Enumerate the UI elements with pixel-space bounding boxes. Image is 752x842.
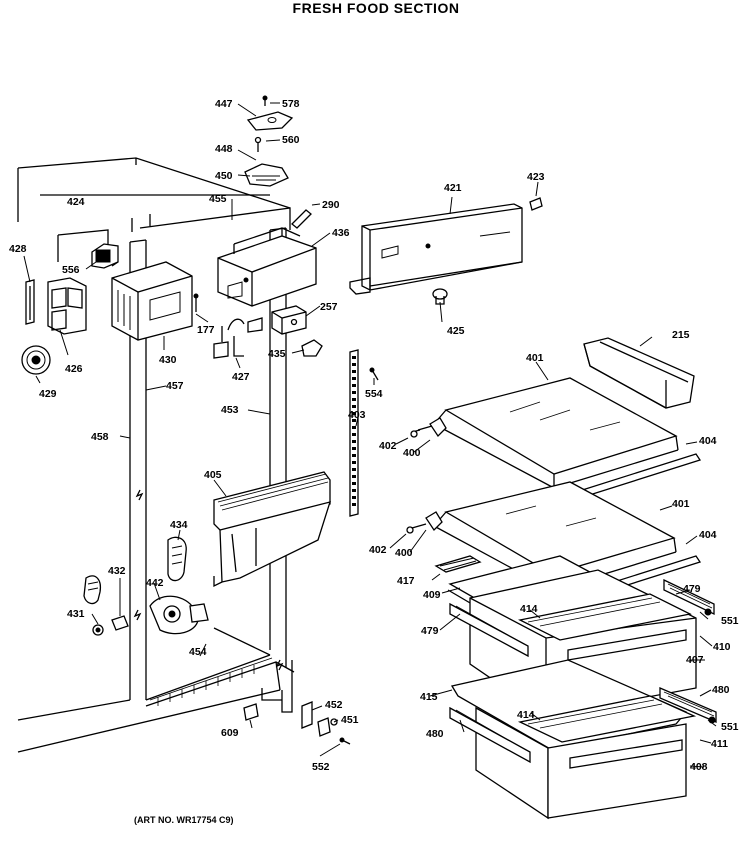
- screw-554: [369, 367, 379, 381]
- part-callout: 435: [268, 348, 286, 360]
- fan-429: [21, 345, 51, 375]
- shelf-ladder-403: [349, 349, 359, 517]
- control-housing-parts: [25, 243, 119, 335]
- bin-215: [583, 337, 695, 409]
- part-callout: 290: [322, 199, 340, 211]
- part-callout: 452: [325, 699, 343, 711]
- part-callout: 426: [65, 363, 83, 375]
- part-callout: 425: [447, 325, 465, 337]
- part-callout: 408: [690, 761, 708, 773]
- part-callout: 414: [517, 709, 535, 721]
- knob-425: [432, 288, 448, 305]
- part-callout: 458: [91, 431, 109, 443]
- part-callout: 257: [320, 301, 338, 313]
- part-callout: 411: [711, 738, 728, 750]
- part-callout: 414: [520, 603, 538, 615]
- part-callout: 177: [197, 324, 215, 336]
- housing-430: [111, 261, 199, 341]
- part-callout: 552: [312, 761, 330, 773]
- part-callout: 417: [397, 575, 415, 587]
- part-callout: 432: [108, 565, 126, 577]
- part-callout: 556: [62, 264, 80, 276]
- part-callout: 453: [221, 404, 239, 416]
- part-callout: 554: [365, 388, 383, 400]
- part-callout: 409: [423, 589, 441, 601]
- callouts: 447 578 448 560 450 424 455 290 421 423 …: [9, 98, 739, 773]
- part-callout: 455: [209, 193, 227, 205]
- art-number: (ART NO. WR17754 C9): [134, 815, 234, 825]
- part-callout: 404: [699, 529, 717, 541]
- panel-421: [349, 197, 543, 295]
- part-callout: 400: [403, 447, 421, 459]
- part-callout: 421: [444, 182, 462, 194]
- part-callout: 479: [683, 583, 701, 595]
- part-callout: 401: [672, 498, 690, 510]
- part-callout: 427: [232, 371, 250, 383]
- part-callout: 400: [395, 547, 413, 559]
- part-callout: 457: [166, 380, 184, 392]
- part-callout: 560: [282, 134, 300, 146]
- part-callout: 402: [379, 440, 397, 452]
- part-callout: 479: [421, 625, 439, 637]
- part-callout: 404: [699, 435, 717, 447]
- part-callout: 401: [526, 352, 544, 364]
- lower-drawer-408: [449, 659, 717, 820]
- part-callout: 578: [282, 98, 300, 110]
- part-callout: 609: [221, 727, 239, 739]
- part-callout: 480: [712, 684, 730, 696]
- part-callout: 215: [672, 329, 690, 341]
- part-callout: 450: [215, 170, 233, 182]
- part-callout: 448: [215, 143, 233, 155]
- part-callout: 436: [332, 227, 350, 239]
- part-callout: 423: [527, 171, 545, 183]
- leader-lines: [23, 102, 717, 768]
- part-callout: 429: [39, 388, 57, 400]
- part-callout: 424: [67, 196, 85, 208]
- part-callout: 405: [204, 469, 222, 481]
- part-callout: 442: [146, 577, 164, 589]
- part-callout: 454: [189, 646, 207, 658]
- part-callout: 480: [426, 728, 444, 740]
- part-callout: 434: [170, 519, 188, 531]
- part-callout: 551: [721, 721, 739, 733]
- part-callout: 430: [159, 354, 177, 366]
- part-callout: 415: [420, 691, 438, 703]
- control-box-436: [217, 227, 317, 307]
- diagram-title: FRESH FOOD SECTION: [292, 0, 460, 16]
- part-callout: 447: [215, 98, 233, 110]
- switch-parts: [213, 305, 323, 359]
- lower-small-parts: [83, 536, 259, 721]
- part-callout: 431: [67, 608, 85, 620]
- part-callout: 410: [713, 641, 731, 653]
- part-callout: 403: [348, 409, 366, 421]
- part-callout: 451: [341, 714, 359, 726]
- part-callout: 551: [721, 615, 739, 627]
- cover-405: [213, 471, 331, 588]
- part-callout: 402: [369, 544, 387, 556]
- top-hinge-parts: [244, 95, 312, 229]
- part-callout: 407: [686, 654, 704, 666]
- part-callout: 428: [9, 243, 27, 255]
